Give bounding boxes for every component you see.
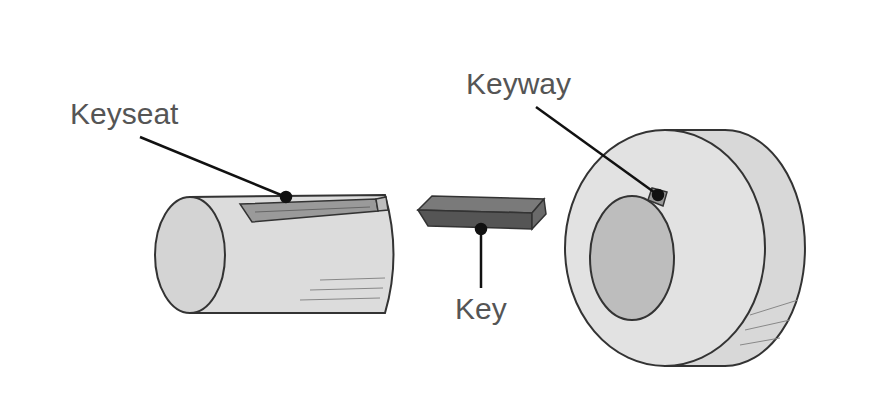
part-label: Keyway [466,67,571,101]
leader-lines [140,107,663,288]
shaft [155,195,394,313]
part-label: Key [455,292,507,326]
hub [565,130,805,366]
part-label: Keyseat [70,97,178,131]
